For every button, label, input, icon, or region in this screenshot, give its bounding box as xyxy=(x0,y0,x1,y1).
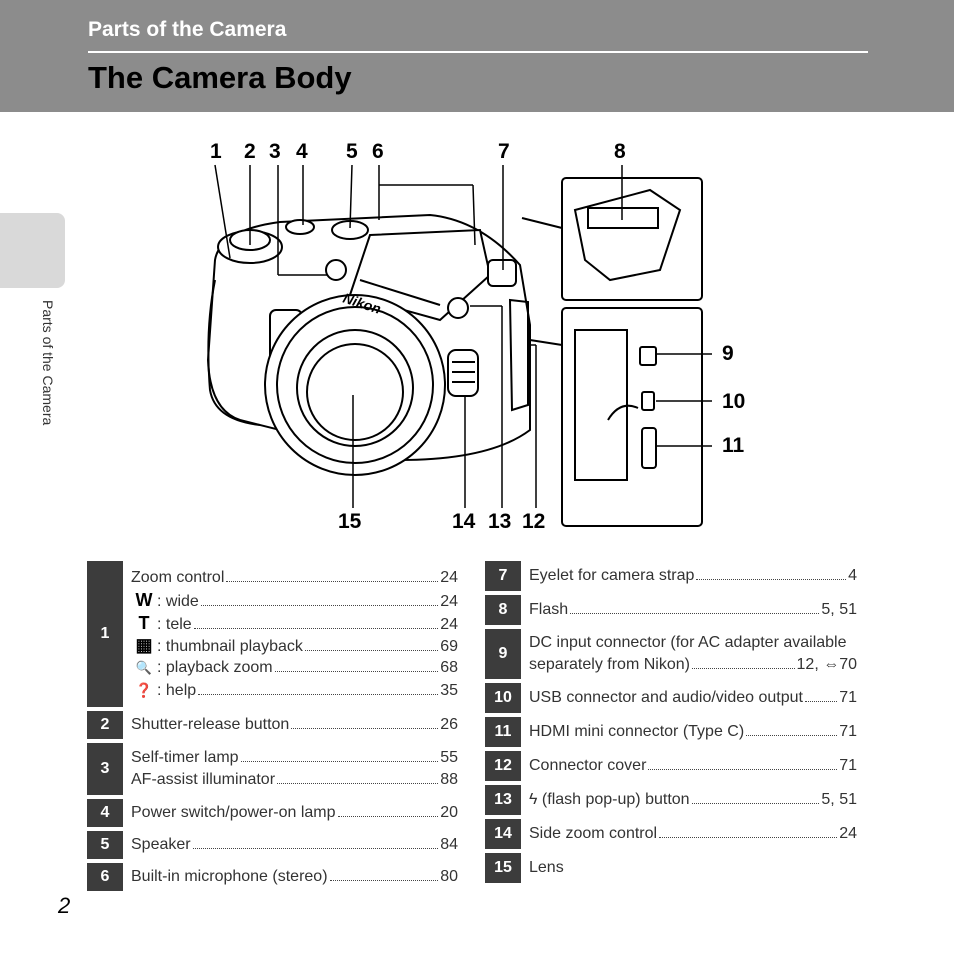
help-icon: ❓ xyxy=(135,682,153,698)
magnifier-icon: 🔍 xyxy=(135,659,153,675)
part-number: 3 xyxy=(87,743,123,795)
callout-14: 14 xyxy=(452,510,476,533)
part-number: 4 xyxy=(87,799,123,827)
thumbnail-icon: ▦ xyxy=(135,635,153,655)
part-number: 9 xyxy=(485,629,521,679)
callout-6: 6 xyxy=(372,140,384,163)
part-number: 11 xyxy=(485,717,521,747)
callout-3: 3 xyxy=(269,140,281,163)
callout-2: 2 xyxy=(244,140,256,163)
part-number: 5 xyxy=(87,831,123,859)
tele-icon: T xyxy=(138,612,150,633)
callout-15: 15 xyxy=(338,510,362,533)
table-row: 9 DC input connector (for AC adapter ava… xyxy=(485,629,857,679)
header-divider xyxy=(88,51,868,53)
camera-drawing: Nikon xyxy=(206,164,712,527)
callout-13: 13 xyxy=(488,510,512,533)
chapter-tab xyxy=(0,213,65,288)
callout-4: 4 xyxy=(296,140,308,163)
page-number: 2 xyxy=(58,893,71,918)
callout-8: 8 xyxy=(614,140,626,163)
callout-5: 5 xyxy=(346,140,358,163)
part-number: 15 xyxy=(485,853,521,883)
part-number: 14 xyxy=(485,819,521,849)
callout-11: 11 xyxy=(722,434,745,457)
part-number: 1 xyxy=(87,561,123,707)
camera-illustration: Nikon 1 2 3 4 5 6 7 8 9 10 11 15 14 13 1… xyxy=(190,130,745,540)
table-row: 11 HDMI mini connector (Type C)71 xyxy=(485,717,857,747)
table-row: 15 Lens xyxy=(485,853,857,883)
wide-icon: W xyxy=(135,590,153,610)
callout-7: 7 xyxy=(498,140,510,163)
page-title: The Camera Body xyxy=(88,60,352,95)
callout-12: 12 xyxy=(522,510,546,533)
part-number: 7 xyxy=(485,561,521,591)
callout-9: 9 xyxy=(722,342,734,365)
part-number: 8 xyxy=(485,595,521,625)
part-number: 6 xyxy=(87,863,123,891)
table-row: 6 Built-in microphone (stereo)80 xyxy=(87,863,458,891)
part-number: 2 xyxy=(87,711,123,739)
chapter-tab-label: Parts of the Camera xyxy=(40,300,56,426)
callout-10: 10 xyxy=(722,390,746,413)
part-number: 13 xyxy=(485,785,521,815)
part-number: 10 xyxy=(485,683,521,713)
part-number: 12 xyxy=(485,751,521,781)
page-header: Parts of the Camera The Camera Body xyxy=(0,0,954,112)
section-title: Parts of the Camera xyxy=(88,18,287,41)
callout-1: 1 xyxy=(210,140,222,163)
